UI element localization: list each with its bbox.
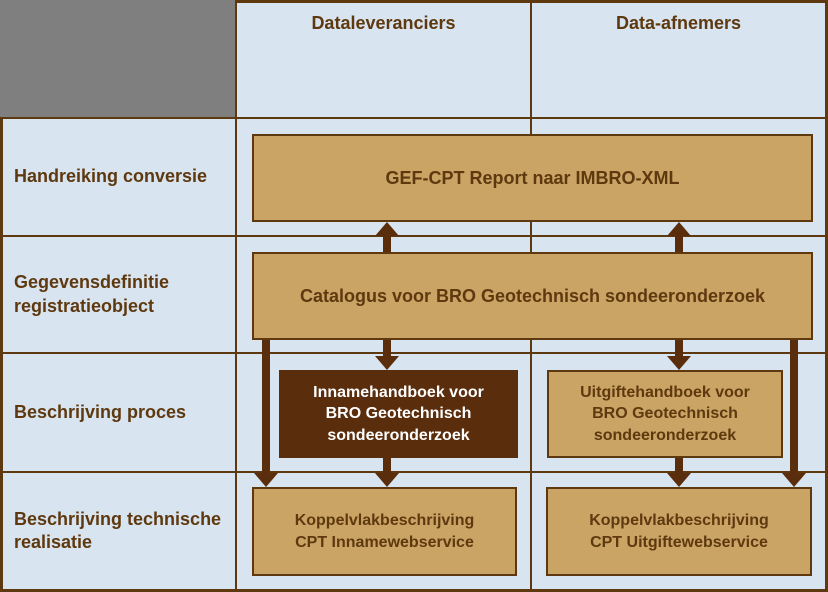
box-gef-cpt-conversion: GEF-CPT Report naar IMBRO-XML [252,134,813,222]
box-uitgiftehandboek: Uitgiftehandboek voor BRO Geotechnisch s… [547,370,783,458]
arrow-down-catalog-to-uitgiftehandboek [667,340,691,370]
arrow-down-catalog-to-innamehandboek [375,340,399,370]
outer-border-bottom [0,589,828,592]
grid-line-horizontal-2 [0,235,828,237]
outer-border-right [825,0,828,592]
box-innamehandboek: Innamehandboek voor BRO Geotechnisch son… [279,370,518,458]
grid-line-vertical-1 [235,0,237,592]
arrow-up-catalog-to-conversion-right [667,222,691,252]
arrow-up-catalog-to-conversion-left [375,222,399,252]
grid-line-horizontal-4 [0,471,828,473]
row-label-gegevensdefinitie: Gegevensdefinitie registratieobject [14,272,170,316]
arrow-down-innamehandboek-to-koppelvlak [375,458,399,487]
grid-line-horizontal-1 [0,117,828,119]
column-header-data-afnemers: Data-afnemers [615,12,742,33]
outer-border-left [0,0,3,592]
box-koppelvlak-uitgifte: Koppelvlakbeschrijving CPT Uitgiftewebse… [546,487,812,576]
arrow-down-uitgiftehandboek-to-koppelvlak [667,458,691,487]
corner-gray-cell [0,0,236,118]
box-koppelvlak-inname: Koppelvlakbeschrijving CPT Innamewebserv… [252,487,517,576]
grid-line-horizontal-3 [0,352,828,354]
box-catalogus: Catalogus voor BRO Geotechnisch sondeero… [252,252,813,340]
row-label-beschrijving-proces: Beschrijving proces [14,401,187,422]
outer-border-top [0,0,828,3]
row-label-technische-realisatie: Beschrijving technische realisatie [14,508,222,552]
row-label-handreiking-conversie: Handreiking conversie [14,165,208,186]
arrow-down-catalog-to-koppelvlak-inname-long [254,340,278,487]
column-header-dataleveranciers: Dataleveranciers [311,12,456,33]
arrow-down-catalog-to-koppelvlak-uitgifte-long [782,340,806,487]
